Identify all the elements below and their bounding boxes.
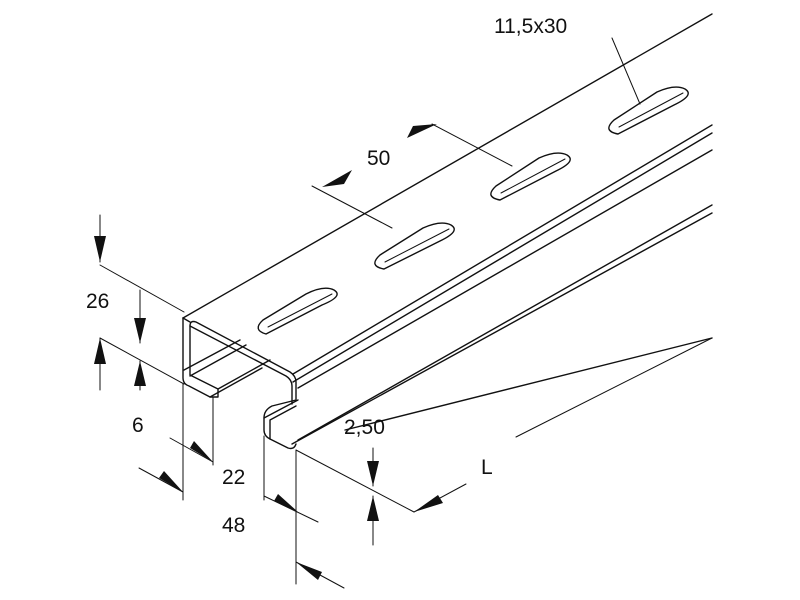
opening-label: 22 <box>222 466 245 489</box>
arrow-icon <box>94 338 106 364</box>
width-label: 48 <box>222 514 245 537</box>
arrow-icon <box>414 495 443 512</box>
dimension-slot-size: 11,5x30 <box>494 15 641 105</box>
dimension-length: L <box>295 337 713 513</box>
slot <box>257 287 338 335</box>
arrow-icon <box>367 496 379 521</box>
arrow-icon <box>274 494 298 512</box>
lip-label: 6 <box>132 414 144 437</box>
arrow-icon <box>407 124 437 138</box>
channel-profile <box>182 13 713 450</box>
slot <box>608 86 689 135</box>
slot-pitch-label: 50 <box>367 147 390 170</box>
dimension-opening: 22 <box>138 383 245 501</box>
dimension-lip: 6 <box>132 289 146 437</box>
arrow-icon <box>94 236 106 262</box>
slot <box>374 222 455 270</box>
slot <box>490 152 571 201</box>
slots <box>257 86 689 335</box>
dimension-thickness: 2,50 <box>344 416 385 546</box>
arrow-icon <box>190 441 213 462</box>
length-label: L <box>481 456 493 479</box>
thickness-label: 2,50 <box>344 416 385 439</box>
arrow-icon <box>134 361 146 386</box>
height-label: 26 <box>86 290 109 313</box>
dimension-height: 26 <box>86 214 185 391</box>
arrow-icon <box>367 461 379 486</box>
arrow-icon <box>159 471 183 492</box>
arrow-icon <box>322 170 352 187</box>
dimension-slot-pitch: 50 <box>311 123 513 229</box>
dimension-width: 48 <box>222 435 345 589</box>
arrow-icon <box>296 562 322 580</box>
arrow-icon <box>134 318 146 343</box>
slot-size-label: 11,5x30 <box>494 15 567 38</box>
